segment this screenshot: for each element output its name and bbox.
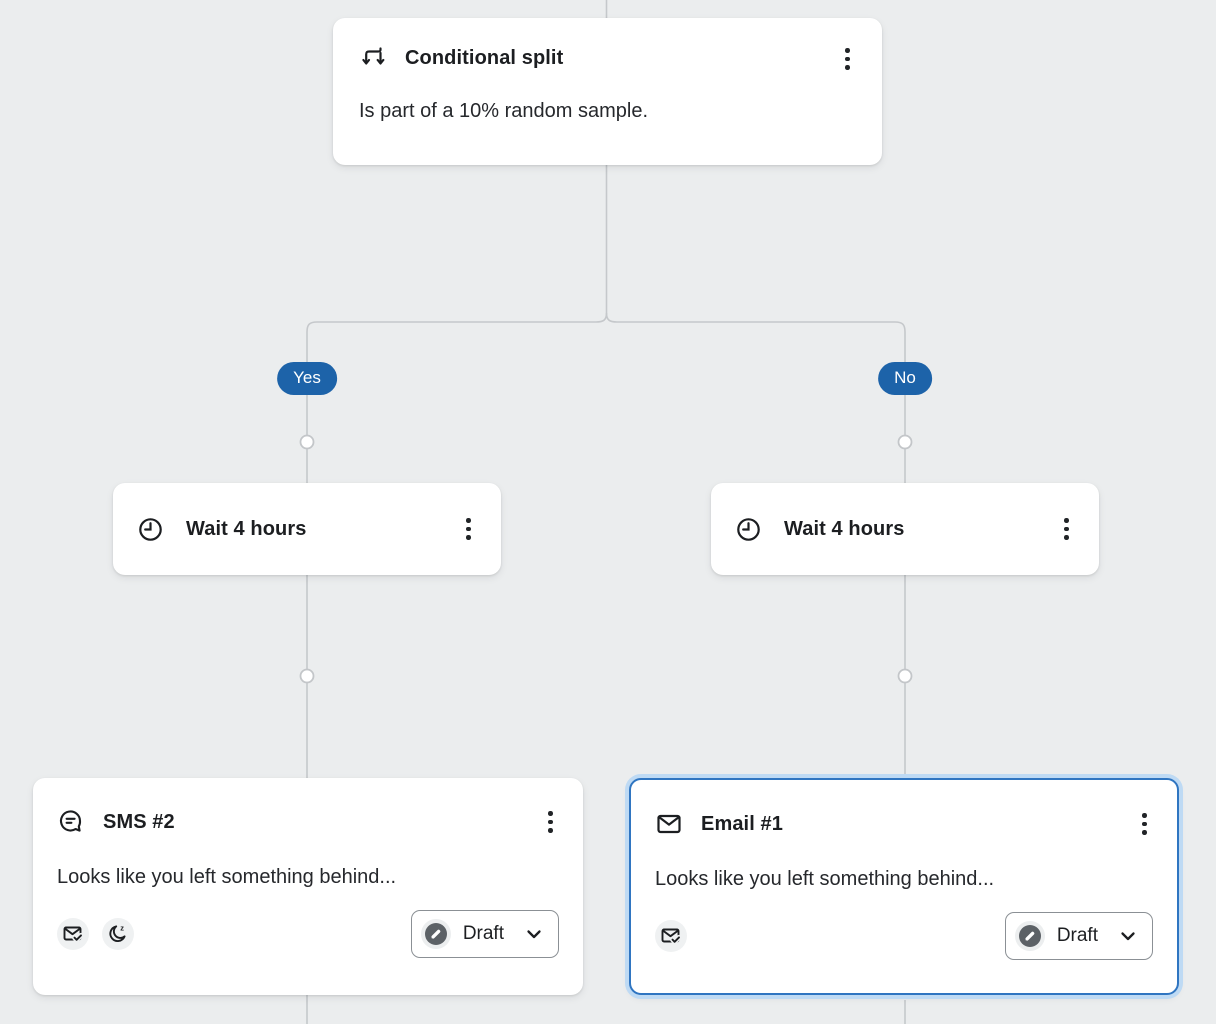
draft-pencil-icon: [424, 923, 447, 945]
draft-status-chip: [420, 919, 451, 949]
node-title: Wait 4 hours: [784, 517, 905, 540]
draft-status-chip: [1014, 921, 1045, 951]
kebab-menu-icon[interactable]: [460, 514, 477, 544]
envelope-check-icon: [63, 926, 84, 943]
sms-node[interactable]: SMS #2 Looks like you left something beh…: [33, 778, 583, 995]
message-preview: Looks like you left something behind...: [655, 868, 995, 890]
envelope-check-badge[interactable]: [57, 918, 89, 950]
message-preview: Looks like you left something behind...: [57, 866, 397, 888]
envelope-check-badge[interactable]: [655, 920, 687, 952]
status-label: Draft: [462, 923, 504, 944]
branch-label-no: No: [878, 362, 932, 395]
wait-node-no[interactable]: Wait 4 hours: [711, 483, 1099, 575]
conditional-split-icon: [362, 47, 385, 65]
node-title: Conditional split: [405, 47, 564, 70]
kebab-menu-icon[interactable]: [542, 807, 559, 837]
draft-pencil-icon: [1018, 925, 1041, 947]
conditional-split-node[interactable]: Conditional split Is part of a 10% rando…: [333, 18, 882, 165]
kebab-menu-icon[interactable]: [1058, 514, 1075, 544]
kebab-menu-icon[interactable]: [1136, 809, 1153, 839]
connector-port-dots: [299, 434, 913, 684]
status-dropdown[interactable]: Draft: [1004, 912, 1153, 960]
chevron-down-icon: [1121, 932, 1135, 941]
email-node[interactable]: Email #1 Looks like you left something b…: [629, 778, 1179, 995]
envelope-check-icon: [661, 928, 682, 945]
kebab-menu-icon[interactable]: [839, 44, 856, 74]
quiet-hours-moon-icon: z: [109, 924, 126, 942]
node-title: SMS #2: [103, 810, 175, 833]
node-title: Email #1: [701, 812, 783, 835]
clock-icon: [139, 517, 162, 541]
sms-bubble-icon: [59, 810, 82, 832]
wait-node-yes[interactable]: Wait 4 hours: [113, 483, 501, 575]
chevron-down-icon: [527, 930, 541, 939]
node-description: Is part of a 10% random sample.: [359, 99, 649, 122]
branch-label-yes: Yes: [277, 362, 337, 395]
node-title: Wait 4 hours: [186, 517, 307, 540]
clock-icon: [737, 517, 760, 541]
status-label: Draft: [1056, 925, 1098, 946]
svg-text:z: z: [120, 924, 124, 933]
status-dropdown[interactable]: Draft: [410, 910, 559, 958]
email-envelope-icon: [657, 814, 681, 834]
quiet-hours-badge[interactable]: z: [102, 918, 134, 950]
